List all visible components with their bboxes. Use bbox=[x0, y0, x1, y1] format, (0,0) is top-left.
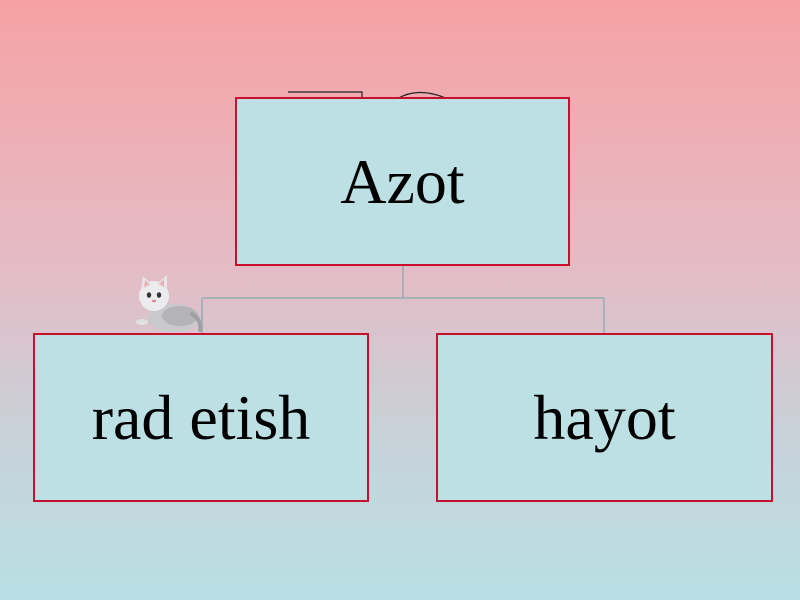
cat-icon bbox=[136, 275, 203, 332]
node-child-left-label: rad etish bbox=[91, 381, 311, 453]
node-child-right-label: hayot bbox=[533, 381, 676, 453]
node-root-label: Azot bbox=[340, 145, 465, 217]
node-child-left: rad etish bbox=[33, 333, 369, 502]
node-root: Azot bbox=[235, 97, 570, 266]
node-child-right: hayot bbox=[436, 333, 773, 502]
